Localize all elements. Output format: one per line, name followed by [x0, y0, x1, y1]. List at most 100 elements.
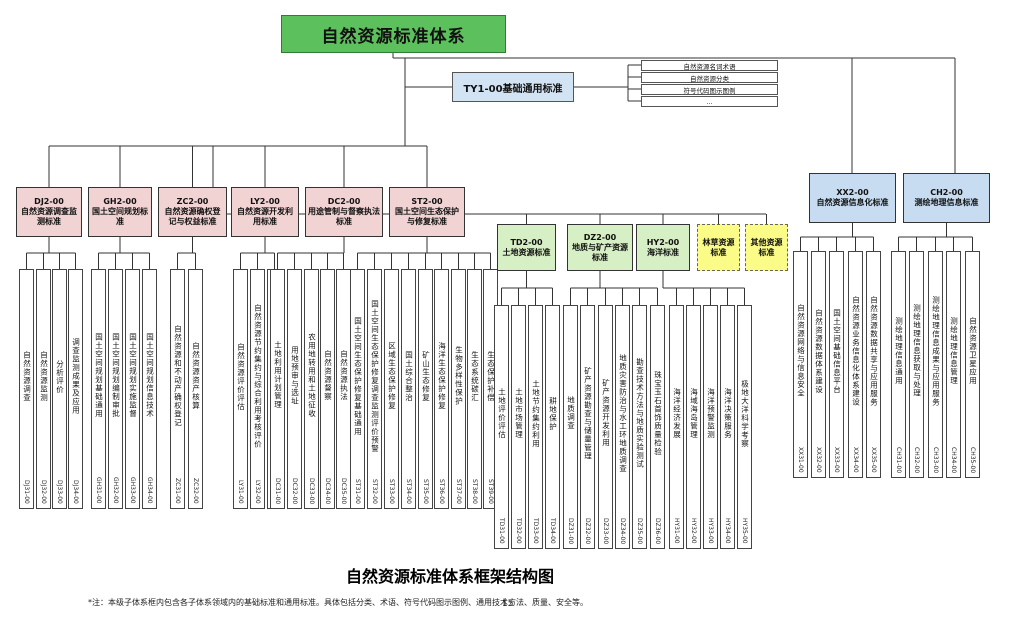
leaf-standard-name: 测绘地理信息获取与处理	[912, 304, 922, 398]
leaf-standard-name: 生态保护补偿	[486, 350, 496, 402]
leaf-standard-box: 国土空间规划实施监督 GH33-00	[125, 269, 140, 509]
leaf-standard-box: 自然资源数据共享与应用服务 XX35-00	[866, 251, 881, 478]
leaf-standard-name: 地质调查	[566, 396, 576, 431]
leaf-standard-code: DC34-00	[324, 477, 331, 504]
leaf-standard-name: 自然资源评价评估	[236, 342, 246, 411]
leaf-standard-name: 土地评价评估	[497, 388, 507, 440]
leaf-standard-box: 农用地转用和土地征收 DC33-00	[304, 269, 319, 509]
category-name: 自然资源开发利用标准	[237, 207, 293, 226]
leaf-standard-code: GH33-00	[129, 477, 136, 504]
leaf-standard-box: 自然资源业务信息化体系建设 XX34-00	[848, 251, 863, 478]
leaf-standard-code: XX34-00	[852, 447, 859, 473]
leaf-standard-box: 土地市场管理 TD32-00	[511, 305, 526, 549]
category-code: ST2-00	[411, 197, 443, 206]
leaf-standard-name: 自然资源业务信息化体系建设	[851, 295, 861, 407]
leaf-standard-code: XX33-00	[833, 447, 840, 473]
category-code: GH2-00	[103, 197, 137, 206]
footnote: *注：本级子体系框内包含各子体系领域内的基础标准和通用标准。具体包括分类、术语、…	[88, 598, 588, 607]
leaf-standard-name: 测绘地理信息通用	[894, 316, 904, 385]
leaf-standard-code: CH35-00	[969, 446, 976, 473]
root-box: 自然资源标准体系	[281, 15, 506, 53]
category-code: ZC2-00	[176, 197, 209, 206]
leaf-standard-box: 测绘地理信息管理 CH34-00	[946, 251, 961, 478]
leaf-standard-name: 矿产资源勘查与储量管理	[583, 366, 593, 461]
leaf-standard-name: 海洋预警监测	[706, 388, 716, 440]
category-name: 测绘地理信息标准	[914, 198, 979, 207]
leaf-standard-code: ST33-00	[388, 479, 395, 504]
leaf-standard-code: CH31-00	[895, 446, 902, 473]
category-name: 国土空间生态保护与修复标准	[395, 207, 459, 226]
leaf-standard-code: LY32-00	[254, 480, 261, 504]
leaf-standard-name: 国土空间规划信息技术	[145, 332, 155, 418]
leaf-standard-name: 测绘地理信息管理	[949, 316, 959, 385]
leaf-standard-name: 自然资源监测	[39, 351, 49, 403]
page-number: 15	[502, 599, 514, 609]
leaf-standard-code: HY35-00	[741, 518, 748, 544]
leaf-standard-code: DJ34-00	[72, 480, 79, 504]
leaf-standard-code: GH31-00	[95, 477, 102, 504]
leaf-standard-name: 国土空间规划编制审批	[111, 332, 121, 418]
leaf-standard-box: 土地评价评估 TD31-00	[494, 305, 509, 549]
leaf-standard-code: TD31-00	[498, 518, 505, 544]
leaf-standard-box: 海洋预警监测 HY33-00	[703, 305, 718, 549]
leaf-standard-box: 测绘地理信息成果与应用服务 CH33-00	[928, 251, 943, 478]
leaf-standard-code: CH34-00	[950, 446, 957, 473]
category-name: 自然资源调查监测标准	[21, 207, 77, 226]
leaf-standard-code: DC33-00	[308, 477, 315, 504]
leaf-standard-name: 土地市场管理	[514, 388, 524, 440]
leaf-standard-name: 国土空间规划实施监督	[128, 332, 138, 418]
leaf-standard-name: 自然资源数据体系建设	[814, 308, 824, 394]
leaf-standard-name: 耕地保护	[548, 396, 558, 431]
leaf-standard-code: TD32-00	[515, 518, 522, 544]
leaf-standard-name: 自然资源执法	[339, 349, 349, 401]
leaf-standard-name: 调查监测成果及应用	[71, 338, 81, 415]
leaf-standard-code: DZ36-00	[654, 517, 661, 544]
leaf-standard-code: ST34-00	[405, 479, 412, 504]
root-title: 自然资源标准体系	[321, 26, 466, 47]
leaf-standard-name: 国土空间生态保护修复基础通用	[353, 316, 363, 436]
leaf-standard-name: 海洋经济发展	[672, 388, 682, 440]
leaf-standard-name: 自然资源节约集约与综合利用考核评价	[253, 304, 263, 449]
category-name: 土地资源标准	[502, 247, 551, 257]
leaf-standard-code: CH33-00	[932, 446, 939, 473]
leaf-standard-code: DZ35-00	[636, 517, 643, 544]
leaf-standard-name: 测绘地理信息成果与应用服务	[931, 295, 941, 407]
leaf-standard-name: 自然资源数据共享与应用服务	[869, 295, 879, 407]
category-name: 用途管制与督察执法标准	[308, 207, 380, 226]
general-standards-box: TY1-00基础通用标准	[452, 72, 574, 102]
leaf-standard-code: ST31-00	[354, 479, 361, 504]
leaf-standard-name: 农用地转用和土地征收	[307, 332, 317, 418]
leaf-standard-code: TD33-00	[532, 518, 539, 544]
leaf-standard-code: XX35-00	[870, 447, 877, 473]
category-code: HY2-00	[646, 237, 680, 247]
leaf-standard-code: HY33-00	[707, 518, 714, 544]
leaf-standard-code: DZ31-00	[567, 517, 574, 544]
leaf-standard-name: 国土空间生态保护修复调查监测评价预警	[370, 299, 380, 453]
leaf-standard-code: GH34-00	[146, 477, 153, 504]
category-name: 国土空间规划标准	[92, 207, 148, 226]
